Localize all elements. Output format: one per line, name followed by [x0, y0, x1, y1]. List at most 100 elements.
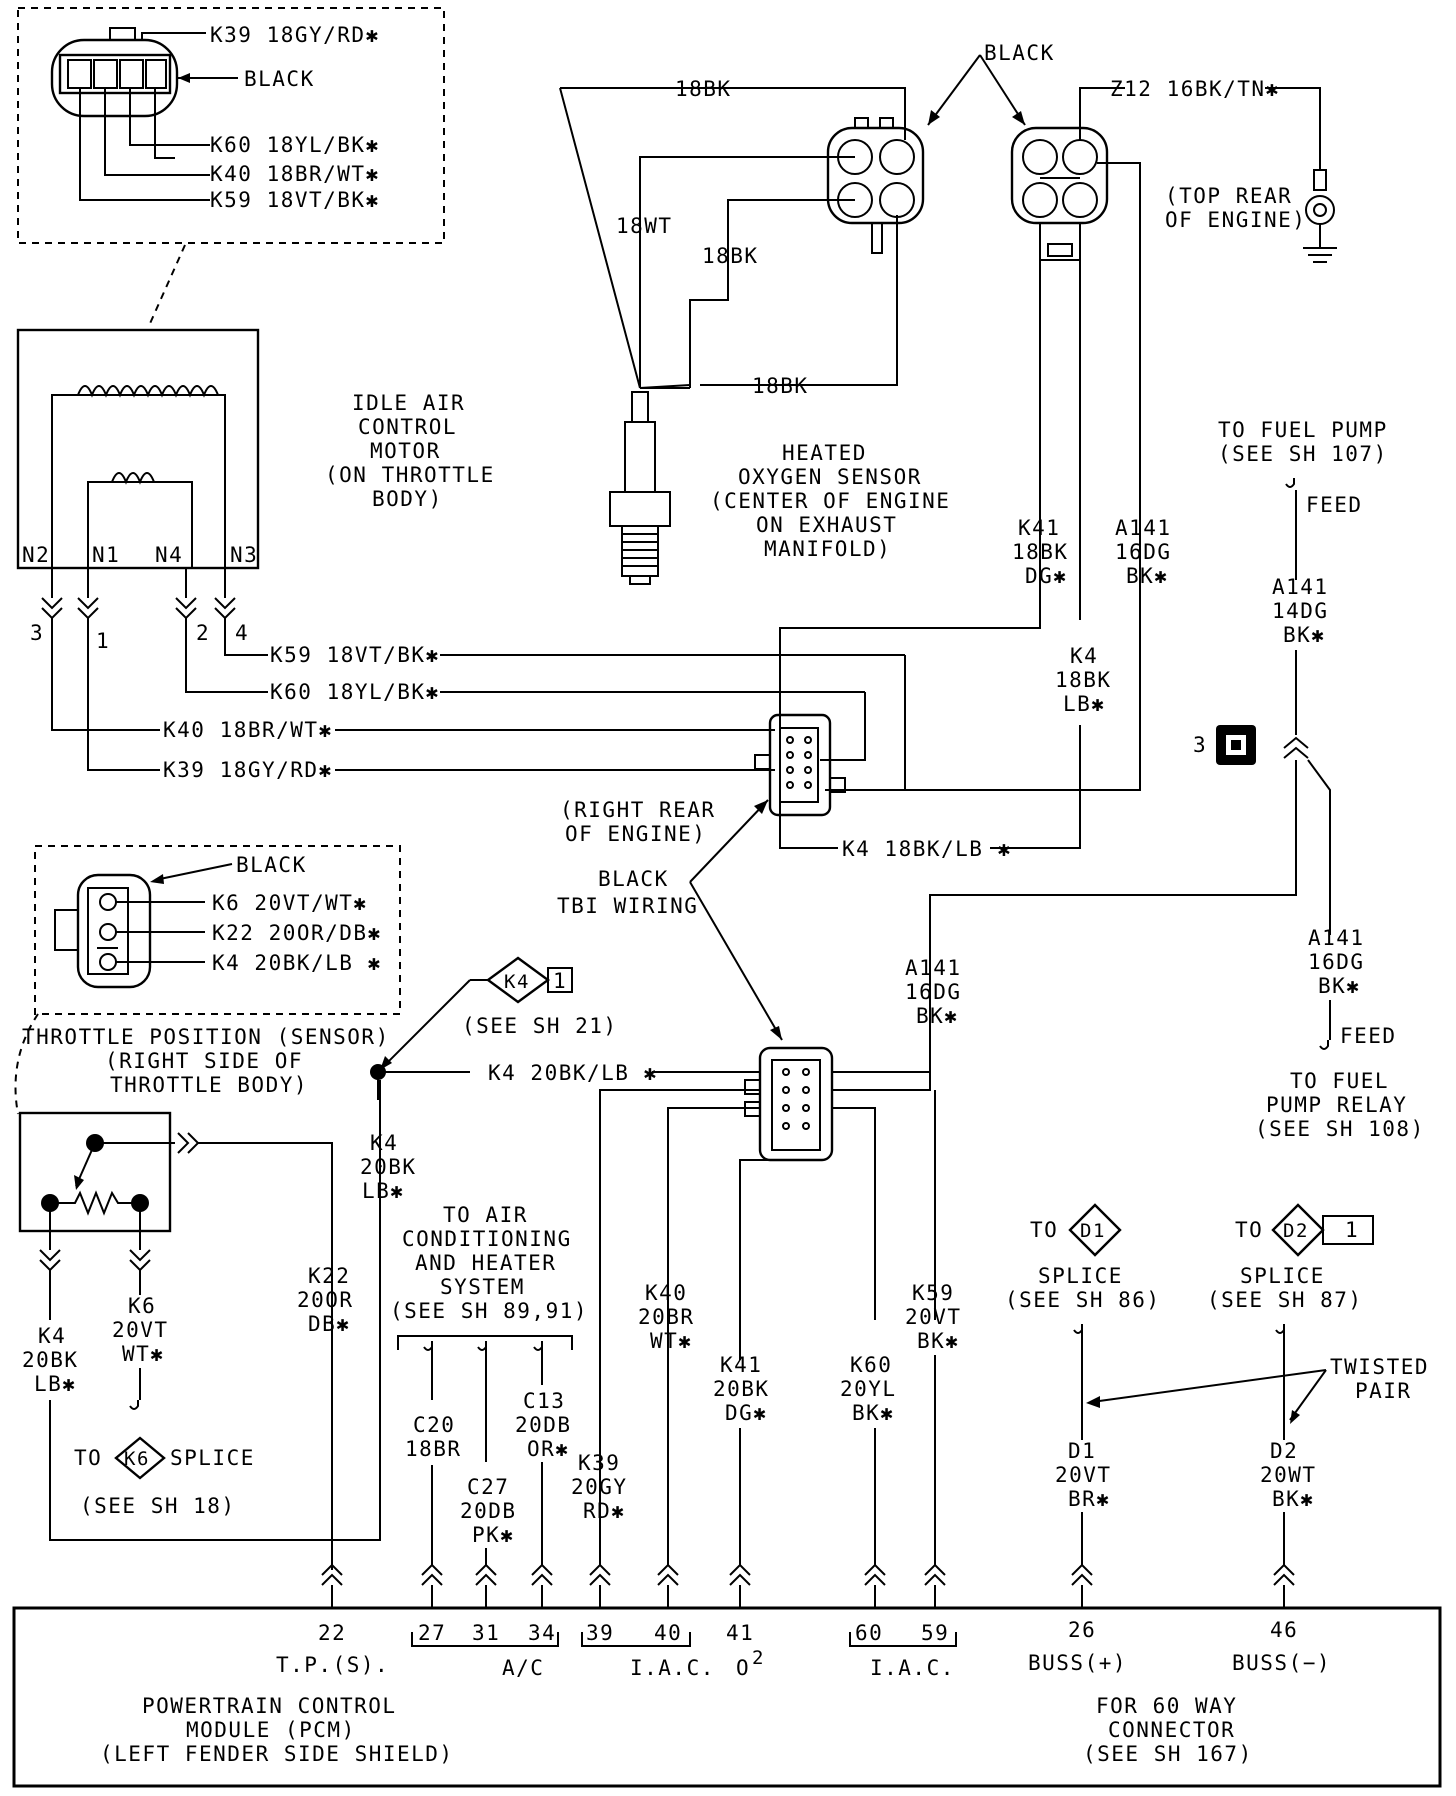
- connector-3-label: 3: [1193, 733, 1207, 757]
- pcm-pin-59: 59: [921, 1621, 949, 1645]
- k4-vert-label-b: 18BK: [1055, 668, 1112, 692]
- to-k6-label: TO: [74, 1446, 102, 1470]
- k4-splice: K4 1 (SEE SH 21) K4 20BK/LB ✱ K4 20BK LB…: [360, 956, 760, 1203]
- fuel-pump-title-2: (SEE SH 107): [1218, 442, 1388, 466]
- fuel-pump-title-1: TO FUEL PUMP: [1218, 418, 1388, 442]
- k60-label-c: BK✱: [852, 1401, 894, 1425]
- k4-18bk-lb-label: K4 18BK/LB ✱: [842, 837, 1012, 861]
- splice-d2-2: (SEE SH 87): [1207, 1288, 1363, 1312]
- k59-label-c: BK✱: [917, 1329, 959, 1353]
- k6-label-b: 20VT: [112, 1318, 169, 1342]
- o2-title-1: HEATED: [782, 441, 867, 465]
- pcm-connector-chevrons: [321, 1563, 1295, 1608]
- k22-label-b: 20OR: [297, 1288, 354, 1312]
- see-sh21-label: (SEE SH 21): [462, 1014, 618, 1038]
- a141-bot-label-b: 16DG: [1308, 950, 1365, 974]
- tbi-label-2: TBI WIRING: [557, 894, 698, 918]
- k40-label-a: K40: [645, 1281, 687, 1305]
- o2-wire-18bk-top: 18BK: [675, 77, 732, 101]
- k4-vert-label-c: LB✱: [1063, 692, 1105, 716]
- twisted-pair-2: PAIR: [1355, 1379, 1412, 1403]
- a141-mid-label-a: A141: [905, 956, 962, 980]
- o2-wire-18bk-bot: 18BK: [752, 374, 809, 398]
- wire-k60-label: K60 18YL/BK✱: [270, 680, 440, 704]
- k39-label-b: 20GY: [571, 1475, 628, 1499]
- c20-label-b: 18BR: [405, 1437, 462, 1461]
- k4-diamond-num: 1: [553, 969, 567, 993]
- a141-top-label-a: A141: [1115, 516, 1172, 540]
- d2-label-b: 20WT: [1260, 1463, 1317, 1487]
- iac-motor-title-5: BODY): [372, 487, 443, 511]
- k4-left-label-b: 20BK: [22, 1348, 79, 1372]
- o2-wire-18wt: 18WT: [616, 214, 673, 238]
- d2-label-a: D2: [1270, 1439, 1298, 1463]
- a141-bot-label-a: A141: [1308, 926, 1365, 950]
- terminal-n2: N2: [22, 543, 50, 567]
- tps-k4-label: K4 20BK/LB ✱: [212, 951, 382, 975]
- o2-harness-connector: Z12 16BK/TN✱ (TOP REAR OF ENGINE): [825, 77, 1337, 791]
- k22-label-c: DB✱: [308, 1312, 350, 1336]
- iac-motor-title-3: MOTOR: [370, 439, 441, 463]
- ac-title-4: SYSTEM: [440, 1275, 525, 1299]
- c13-label-a: C13: [523, 1389, 565, 1413]
- cavity-4: 4: [235, 621, 249, 645]
- group-tps: T.P.(S).: [276, 1653, 389, 1677]
- pcm-pin-22: 22: [318, 1621, 346, 1645]
- iac-motor-title-4: (ON THROTTLE: [325, 463, 495, 487]
- tps-k22-label: K22 20OR/DB✱: [212, 921, 382, 945]
- ground-location-2: OF ENGINE): [1165, 208, 1306, 232]
- k41-label-b: 18BK: [1012, 540, 1069, 564]
- iac-connector-inset: K39 18GY/RD✱ BLACK K60 18YL/BK✱ K40 18BR…: [17, 7, 445, 244]
- group-o2-sub: 2: [752, 1647, 765, 1669]
- idle-air-control-motor: N2 N1 N4 N3 IDLE AIR CONTROL MOTOR (ON T…: [16, 328, 495, 570]
- iac-pin-k60-label: K60 18YL/BK✱: [210, 133, 380, 157]
- splice-d2-1: SPLICE: [1240, 1264, 1325, 1288]
- o2-black-label: BLACK: [984, 41, 1055, 65]
- tps-title-2: (RIGHT SIDE OF: [105, 1049, 303, 1073]
- pcm-pin-26: 26: [1068, 1618, 1096, 1642]
- k4-20bk-lb-label: K4 20BK/LB ✱: [488, 1061, 658, 1085]
- pcm-pin-41: 41: [726, 1621, 754, 1645]
- a141-14-label-c: BK✱: [1283, 623, 1325, 647]
- to-d2-label: TO: [1235, 1218, 1263, 1242]
- feed-top-label: FEED: [1306, 493, 1363, 517]
- k22-wire: K22 20OR DB✱: [297, 1264, 354, 1336]
- k22-label-a: K22: [308, 1264, 350, 1288]
- ac-title-2: CONDITIONING: [402, 1227, 572, 1251]
- iac-motor-title-2: CONTROL: [358, 415, 457, 439]
- k40-label-c: WT✱: [650, 1329, 692, 1353]
- d1-label-b: 20VT: [1055, 1463, 1112, 1487]
- k4-vert-label-a: K4: [1070, 644, 1098, 668]
- cavity-2: 2: [196, 621, 210, 645]
- tps-title-1: THROTTLE POSITION (SENSOR): [22, 1025, 390, 1049]
- right-rear-engine-2: OF ENGINE): [565, 822, 706, 846]
- k6-label-a: K6: [128, 1294, 156, 1318]
- a141-14-label-b: 14DG: [1272, 599, 1329, 623]
- c27-label-b: 20DB: [460, 1499, 517, 1523]
- d1-label-a: D1: [1068, 1439, 1096, 1463]
- see-sh18-label: (SEE SH 18): [80, 1494, 236, 1518]
- k39-label-c: RD✱: [583, 1499, 625, 1523]
- k41b-label-a: K41: [720, 1353, 762, 1377]
- cavity-1: 1: [96, 629, 110, 653]
- group-o2: O: [736, 1656, 750, 1680]
- k41b-label-c: DG✱: [725, 1401, 767, 1425]
- k4-left-label-c: LB✱: [34, 1372, 76, 1396]
- ac-title-5: (SEE SH 89,91): [390, 1299, 588, 1323]
- a141-mid-label-b: 16DG: [905, 980, 962, 1004]
- c13-label-b: 20DB: [515, 1413, 572, 1437]
- d2-diamond-label: D2: [1283, 1220, 1309, 1242]
- c20-label-a: C20: [413, 1413, 455, 1437]
- iac-pin-k40-label: K40 18BR/WT✱: [210, 162, 380, 186]
- tbi-connector-upper: (RIGHT REAR OF ENGINE) BLACK TBI WIRING: [557, 713, 846, 1041]
- wire-k40-label: K40 18BR/WT✱: [163, 718, 333, 742]
- terminal-n1: N1: [92, 543, 120, 567]
- o2-title-3: (CENTER OF ENGINE: [710, 489, 950, 513]
- ac-title-1: TO AIR: [443, 1203, 528, 1227]
- a141-top-label-c: BK✱: [1126, 564, 1168, 588]
- throttle-position-sensor: K4 20BK LB✱ K6 20VT WT✱ TO K6 SPLICE (SE…: [18, 1080, 381, 1570]
- pcm-pin-60: 60: [855, 1621, 883, 1645]
- vertical-wire-labels-top: K41 18BK DG✱ A141 16DG BK✱ K4 18BK LB✱ K…: [779, 516, 1172, 861]
- group-bus-positive: BUSS(+): [1028, 1651, 1127, 1675]
